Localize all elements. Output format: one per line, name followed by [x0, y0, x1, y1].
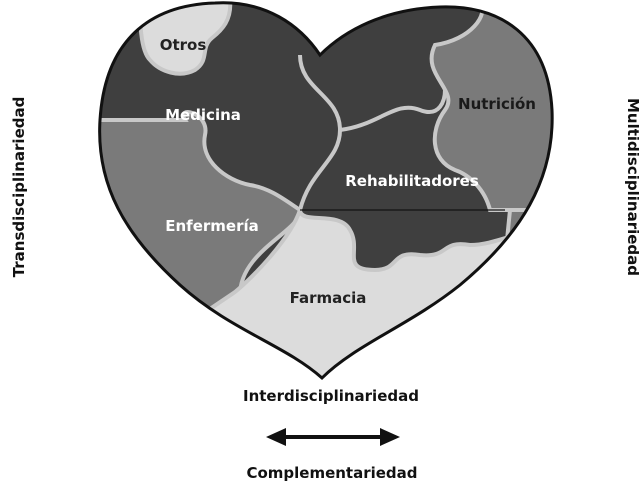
heart-shape — [99, 2, 553, 378]
heart-outline — [98, 1, 554, 381]
label-nutricion: Nutrición — [458, 95, 536, 113]
label-transdisciplinariedad: Transdisciplinariedad — [10, 97, 28, 278]
label-complementariedad: Complementariedad — [246, 464, 417, 482]
piece-otros — [137, 2, 233, 76]
label-multidisciplinariedad: Multidisciplinariedad — [624, 98, 639, 276]
label-medicina: Medicina — [165, 106, 241, 124]
label-farmacia: Farmacia — [290, 289, 367, 307]
double-arrow-icon — [266, 428, 400, 446]
label-interdisciplinariedad: Interdisciplinariedad — [243, 387, 419, 405]
label-enfermeria: Enfermería — [165, 217, 259, 235]
label-otros: Otros — [160, 36, 207, 54]
label-rehabilitadores: Rehabilitadores — [345, 172, 479, 190]
piece-right-notch — [502, 208, 553, 262]
